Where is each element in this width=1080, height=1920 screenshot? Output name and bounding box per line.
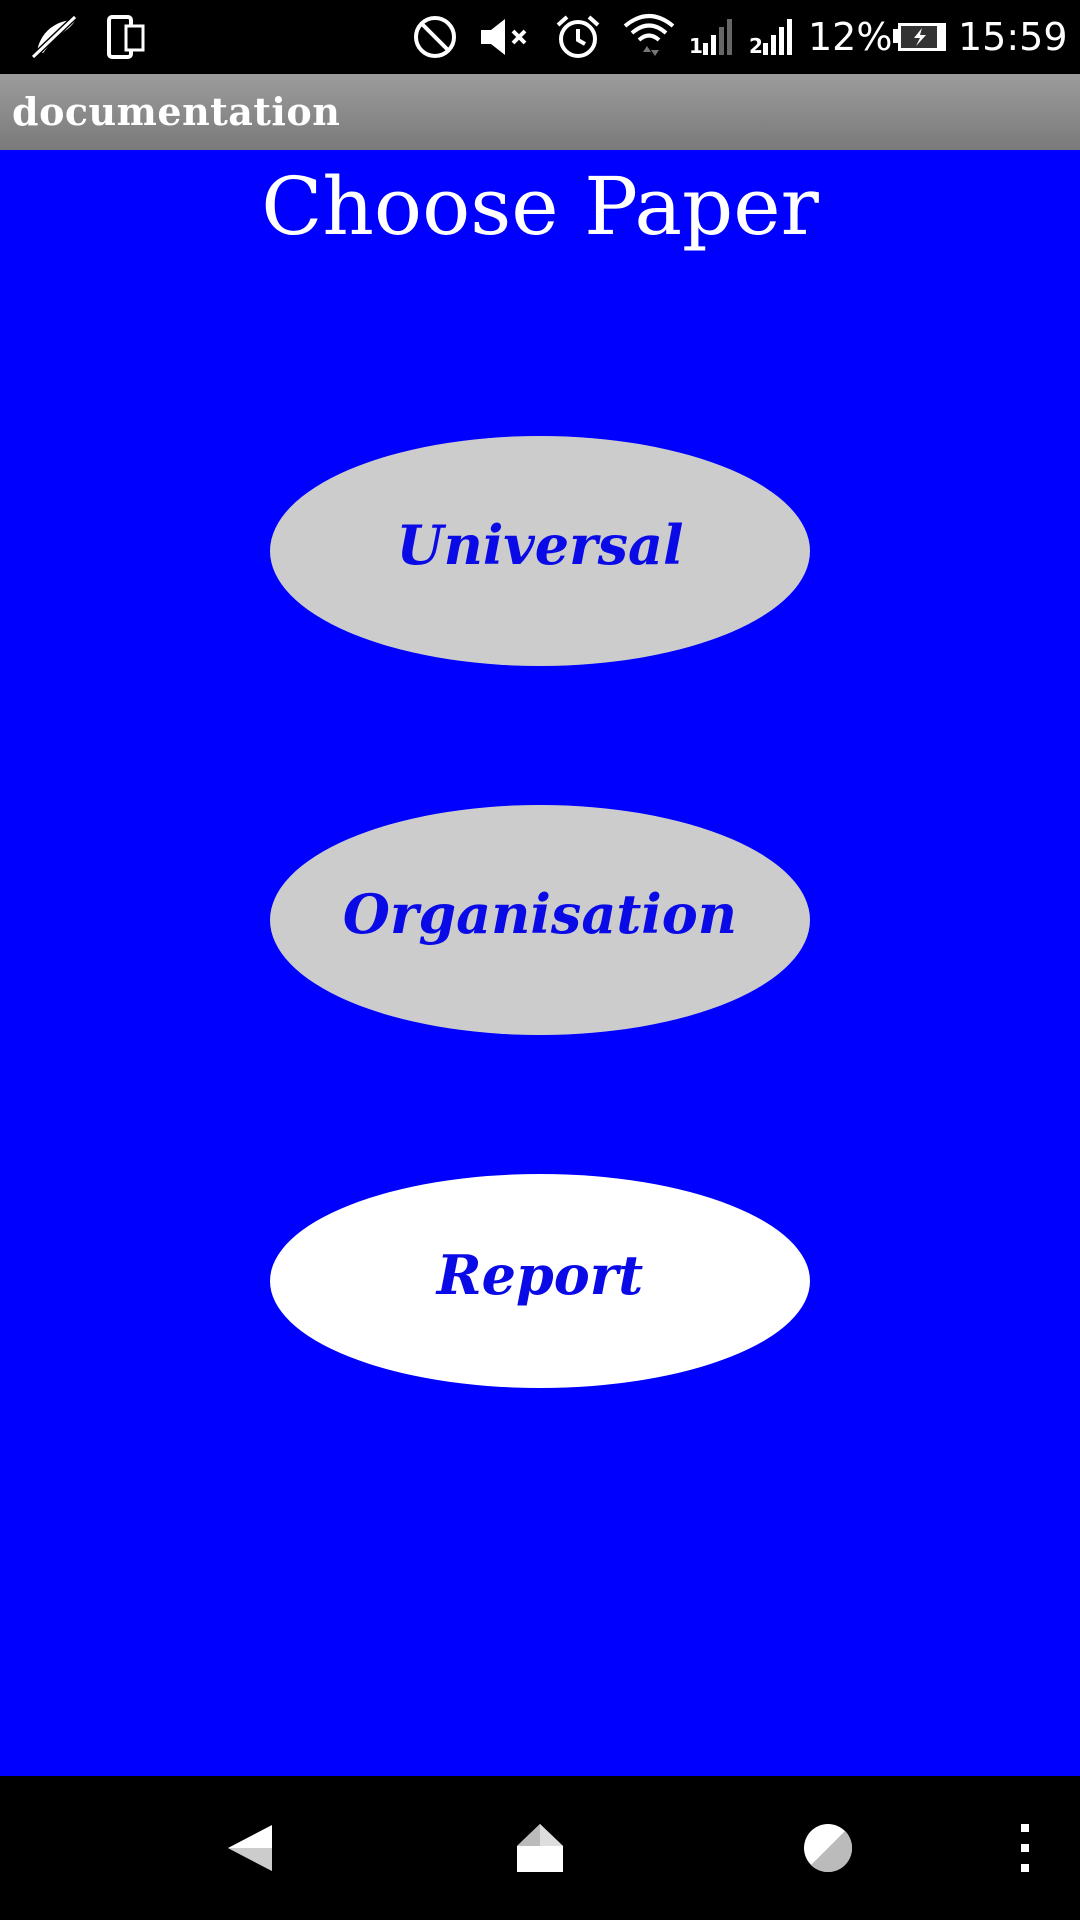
- app-bar: documentation: [0, 74, 1080, 150]
- clock: 15:59: [958, 15, 1068, 59]
- battery-percent: 12%: [808, 15, 893, 59]
- app-title: documentation: [12, 89, 341, 134]
- back-icon[interactable]: [200, 1776, 300, 1920]
- report-button[interactable]: Report: [270, 1174, 810, 1388]
- navigation-bar: [0, 1776, 1080, 1920]
- organisation-button[interactable]: Organisation: [270, 805, 810, 1035]
- recents-icon[interactable]: [778, 1776, 878, 1920]
- svg-text:1: 1: [689, 34, 703, 57]
- organisation-label: Organisation: [342, 882, 738, 946]
- report-label: Report: [436, 1243, 644, 1307]
- alarm-icon: [552, 10, 604, 64]
- content-area: Choose Paper Universal Organisation Repo…: [0, 150, 1080, 1776]
- svg-text:2: 2: [749, 34, 763, 57]
- battery-charging-icon: [892, 10, 948, 64]
- mute-icon: [478, 10, 534, 64]
- signal-sim1-icon: 1: [688, 10, 736, 64]
- universal-label: Universal: [396, 513, 684, 577]
- home-icon[interactable]: [490, 1776, 590, 1920]
- wifi-icon: [620, 10, 678, 64]
- overflow-menu-icon[interactable]: [1000, 1776, 1050, 1920]
- screen-rotate-icon: [104, 10, 148, 64]
- page-title: Choose Paper: [261, 160, 819, 253]
- universal-button[interactable]: Universal: [270, 436, 810, 666]
- no-sync-icon: [26, 10, 82, 64]
- signal-sim2-icon: 2: [748, 10, 796, 64]
- do-not-disturb-icon: [410, 10, 460, 64]
- status-bar: 1 2 12% 15:59: [0, 0, 1080, 74]
